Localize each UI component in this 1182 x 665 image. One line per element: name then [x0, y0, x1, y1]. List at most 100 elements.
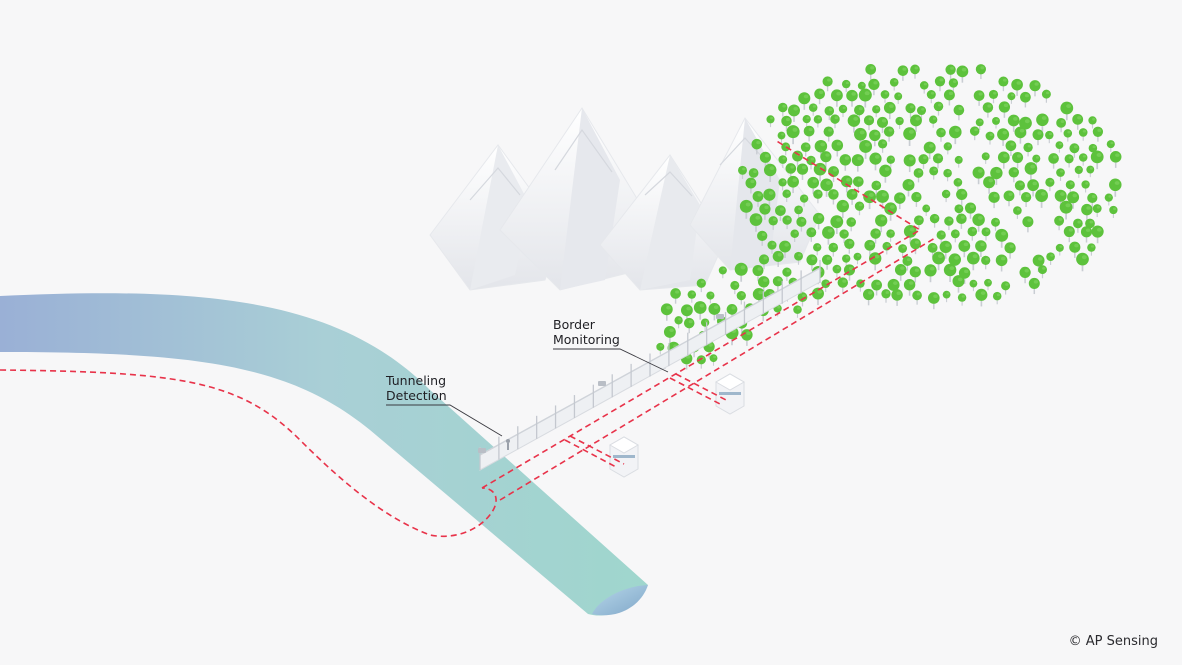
tree-icon: [953, 177, 963, 192]
tree-icon: [1086, 242, 1097, 257]
tree-icon: [1021, 215, 1035, 234]
tree-icon: [669, 287, 682, 305]
tree-icon: [974, 287, 989, 308]
tree-icon: [980, 226, 992, 242]
tree-icon: [1003, 241, 1017, 260]
tree-icon: [829, 113, 841, 129]
tree-icon: [1063, 225, 1076, 243]
tree-icon: [912, 167, 925, 184]
tree-icon: [1055, 117, 1067, 133]
tree-icon: [1053, 215, 1065, 231]
tree-icon: [863, 114, 875, 131]
tree-icon: [955, 212, 968, 230]
tree-icon: [950, 228, 961, 243]
tree-icon: [821, 253, 833, 271]
tree-icon: [894, 263, 908, 282]
tree-icon: [1034, 188, 1049, 209]
tree-icon: [683, 317, 696, 334]
tree-icon: [845, 89, 859, 108]
tree-icon: [942, 290, 952, 303]
tree-icon: [830, 88, 844, 108]
pipeline-end-cap: [592, 585, 648, 616]
tree-icon: [994, 253, 1009, 273]
tree-icon: [880, 288, 892, 304]
tree-icon: [812, 242, 822, 256]
tree-icon: [1000, 280, 1011, 296]
copyright-notice: © AP Sensing: [1068, 634, 1158, 649]
tree-icon: [885, 228, 896, 243]
tree-icon: [984, 131, 996, 146]
tree-icon: [673, 315, 684, 329]
tree-icon: [655, 342, 665, 356]
tree-icon: [975, 63, 987, 80]
tree-icon: [883, 125, 895, 143]
tree-icon: [868, 251, 883, 272]
tree-icon: [933, 100, 944, 117]
tree-icon: [1080, 225, 1093, 244]
tree-icon: [687, 289, 697, 304]
border-fence: [479, 260, 821, 471]
tree-icon: [660, 302, 674, 322]
tree-icon: [955, 188, 969, 206]
tree-icon: [919, 80, 930, 95]
tree-icon: [1075, 251, 1090, 273]
tree-icon: [811, 286, 825, 306]
tree-icon: [928, 114, 938, 129]
tree-icon: [733, 261, 749, 283]
tree-icon: [827, 242, 839, 258]
tree-icon: [843, 263, 856, 282]
tree-icon: [971, 165, 986, 186]
tree-icon: [663, 325, 677, 345]
tree-icon: [1044, 177, 1056, 192]
tree-icon: [797, 91, 812, 111]
tree-icon: [841, 79, 851, 93]
tree-icon: [952, 104, 965, 121]
tunneling-detection-label: Tunneling Detection: [386, 373, 447, 403]
tree-icon: [845, 188, 859, 206]
fiber-optic-cable: [0, 139, 936, 537]
tree-icon: [990, 217, 1001, 232]
tree-icon: [830, 138, 844, 158]
tree-icon: [1012, 205, 1023, 220]
tree-icon: [1074, 165, 1084, 179]
tree-icon: [955, 64, 970, 84]
tree-icon: [838, 104, 848, 118]
tree-icon: [1090, 224, 1105, 245]
tree-icon: [997, 75, 1010, 92]
tree-icon: [851, 153, 865, 173]
tree-icon: [821, 225, 836, 246]
tree-icon: [982, 175, 996, 195]
tree-icon: [1108, 205, 1119, 219]
tree-icon: [1041, 89, 1052, 104]
tree-icon: [973, 89, 986, 107]
camera-icon: [478, 314, 724, 453]
tree-icon: [893, 91, 903, 105]
tree-icon: [1108, 177, 1123, 198]
tree-icon: [942, 168, 953, 182]
tree-icon: [957, 292, 967, 307]
tree-icon: [1028, 277, 1041, 295]
tree-icon: [813, 114, 823, 129]
tree-icon: [1023, 161, 1039, 182]
tree-icon: [954, 155, 964, 169]
person-icon: [506, 439, 510, 450]
tree-icon: [1018, 266, 1032, 284]
tree-icon: [932, 152, 944, 169]
tree-icon: [853, 252, 862, 265]
tree-icon: [1020, 191, 1032, 208]
tunneling-label-line1: Tunneling: [386, 373, 446, 388]
tree-icon: [997, 150, 1011, 170]
tree-icon: [1078, 152, 1089, 167]
tree-icon: [845, 216, 857, 232]
tree-icon: [909, 63, 921, 80]
tree-icon: [1022, 142, 1034, 158]
tree-icon: [827, 188, 840, 206]
tree-icon: [1031, 128, 1045, 146]
tree-icon: [1059, 100, 1075, 122]
tree-icon: [822, 125, 835, 143]
tree-icon: [1028, 79, 1042, 98]
tree-icon: [1007, 166, 1020, 184]
tree-icon: [1080, 203, 1094, 222]
tree-icon: [836, 276, 849, 294]
tree-icon: [894, 116, 905, 130]
